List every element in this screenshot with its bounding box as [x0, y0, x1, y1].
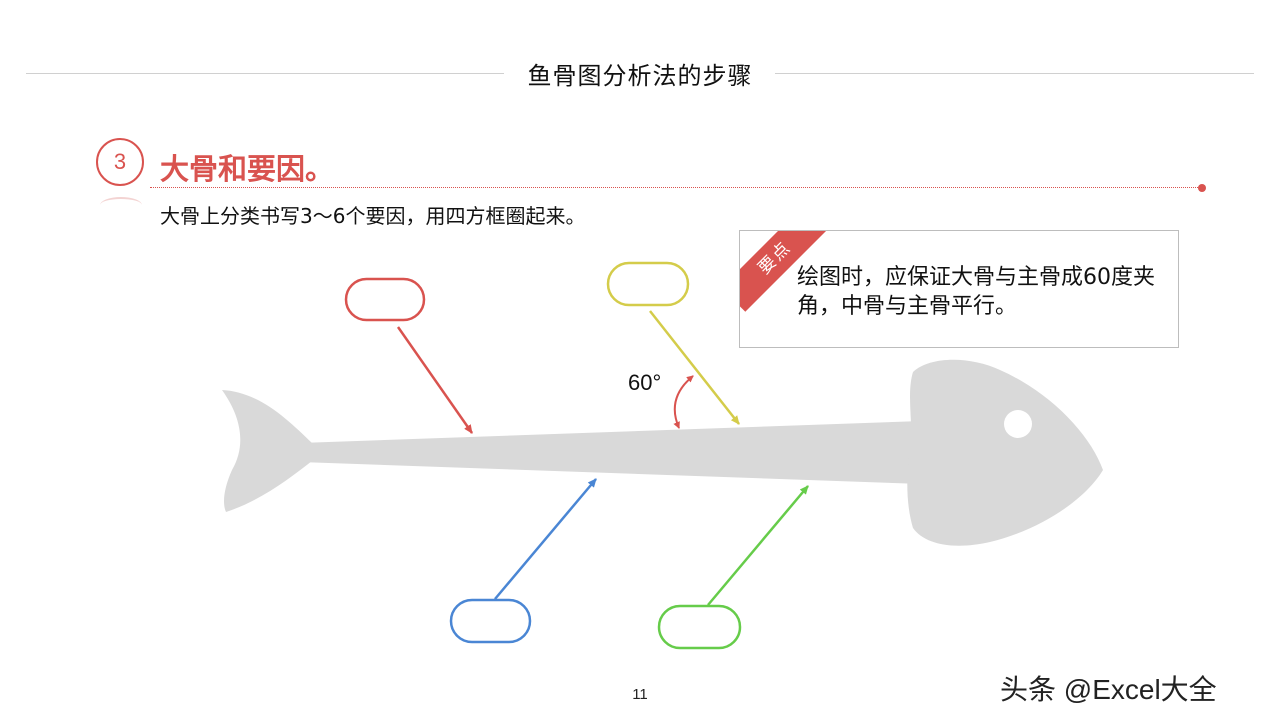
- step-number-badge: 3: [96, 138, 144, 186]
- bone-bottom-right: [707, 485, 809, 606]
- cause-box-top-left: [344, 277, 426, 322]
- key-point-box: 要点 绘图时，应保证大骨与主骨成60度夹角，中骨与主骨平行。: [739, 230, 1179, 348]
- section-title: 大骨和要因。: [160, 152, 335, 186]
- header-rule-left: [26, 73, 504, 74]
- bone-bottom-left: [494, 478, 597, 600]
- section-divider-dot: [1198, 184, 1206, 192]
- angle-arc: [673, 375, 694, 429]
- fish-head: [907, 359, 1103, 546]
- section-divider: [150, 187, 1202, 188]
- step-badge-reflection: [100, 197, 142, 213]
- cause-box-top-right: [606, 261, 690, 307]
- cause-box-bottom-left: [449, 598, 532, 644]
- fish-eye: [1004, 410, 1032, 438]
- page-title: 鱼骨图分析法的步骤: [0, 56, 1280, 91]
- watermark: 头条 @Excel大全: [1000, 674, 1217, 705]
- fish-spine: [300, 421, 922, 484]
- header-rule-right: [775, 73, 1254, 74]
- bone-top-left: [396, 326, 474, 434]
- page-title-text: 鱼骨图分析法的步骤: [513, 62, 767, 90]
- key-point-text: 绘图时，应保证大骨与主骨成60度夹角，中骨与主骨平行。: [797, 265, 1155, 319]
- cause-box-bottom-right: [657, 604, 742, 650]
- fish-silhouette: [222, 359, 1103, 546]
- section-subtitle: 大骨上分类书写3～6个要因，用四方框圈起来。: [160, 204, 586, 228]
- bone-top-right: [649, 310, 740, 425]
- angle-label: 60°: [628, 370, 662, 395]
- fish-tail: [222, 390, 312, 512]
- page-number: 11: [632, 686, 648, 703]
